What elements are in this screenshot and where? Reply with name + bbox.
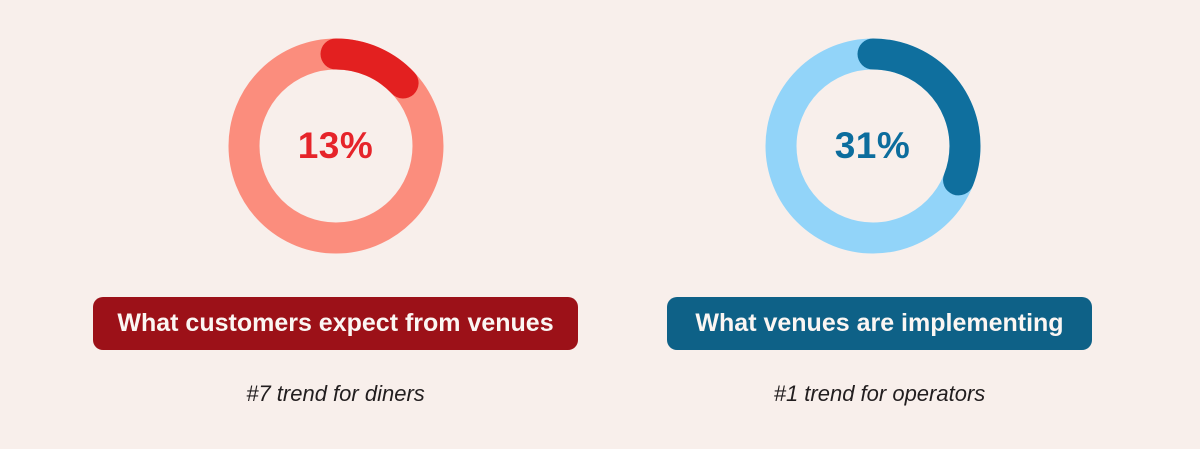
customers-badge: What customers expect from venues bbox=[93, 297, 578, 350]
operators-panel: 31% What venues are implementing #1 tren… bbox=[667, 0, 1092, 449]
donut-chart-customers: 13% bbox=[226, 36, 446, 256]
donut-svg-operators bbox=[765, 38, 980, 254]
donut-chart-operators: 31% bbox=[763, 36, 983, 256]
donut-arc-segment bbox=[228, 38, 443, 254]
donut-svg-customers bbox=[228, 38, 443, 254]
donut-arc-segment bbox=[765, 38, 980, 254]
operators-caption: #1 trend for operators bbox=[773, 381, 986, 406]
customers-caption: #7 trend for diners bbox=[246, 381, 425, 406]
donut-value-label: 31% bbox=[834, 125, 911, 166]
donut-value-label: 13% bbox=[297, 125, 374, 166]
operators-badge: What venues are implementing bbox=[667, 297, 1092, 350]
customers-panel: 13% What customers expect from venues #7… bbox=[93, 0, 578, 449]
